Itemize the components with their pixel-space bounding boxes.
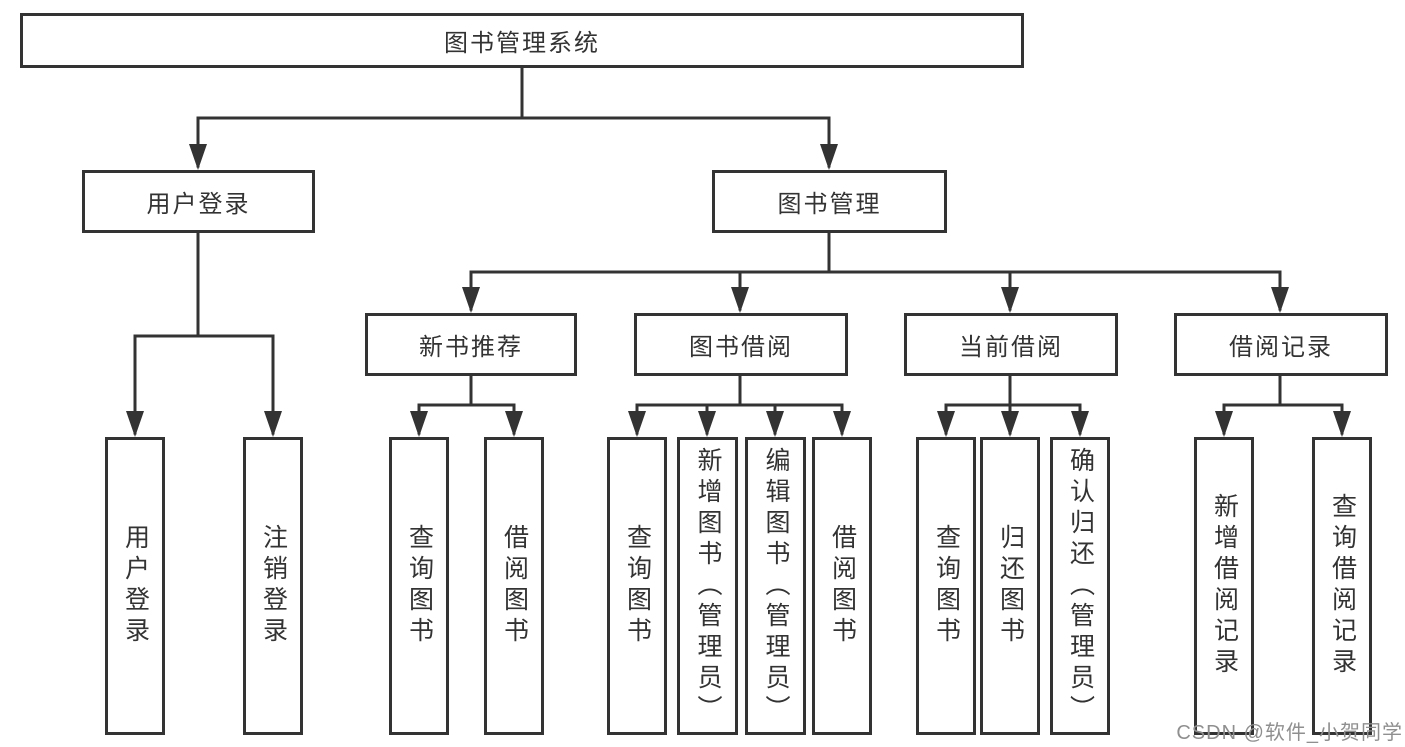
- node-new-book-recommend: 新书推荐: [365, 313, 577, 376]
- node-label: 用户登录: [121, 524, 150, 648]
- node-label: 查询图书: [623, 524, 652, 648]
- node-label: 归还图书: [996, 524, 1025, 648]
- node-label: 当前借阅: [959, 334, 1063, 361]
- node-user-login: 用户登录: [82, 170, 315, 233]
- node-label: 确认归还（管理员）: [1066, 446, 1095, 726]
- node-book-borrowing: 图书借阅: [634, 313, 848, 376]
- leaf-user-login: 用户登录: [105, 437, 165, 735]
- node-label: 查询借阅记录: [1328, 493, 1357, 679]
- connector-book-borrow-to-leaves: [635, 374, 844, 435]
- node-label: 编辑图书（管理员）: [762, 446, 790, 726]
- leaf-add-borrow-record: 新增借阅记录: [1194, 437, 1254, 735]
- leaf-confirm-return-admin: 确认归还（管理员）: [1050, 437, 1110, 735]
- leaf-add-books-admin: 新增图书（管理员）: [677, 437, 738, 735]
- node-label: 借阅图书: [828, 524, 857, 648]
- node-label: 新书推荐: [419, 334, 523, 361]
- node-library-system: 图书管理系统: [20, 13, 1024, 68]
- node-label: 借阅图书: [500, 524, 529, 648]
- connector-root-to-level2: [196, 66, 831, 168]
- leaf-query-books-current: 查询图书: [916, 437, 976, 735]
- node-label: 新增借阅记录: [1210, 493, 1239, 679]
- arrowheads: [126, 144, 1351, 437]
- leaf-query-books-recommend: 查询图书: [389, 437, 449, 735]
- node-label: 新增图书（管理员）: [694, 446, 722, 726]
- node-label: 注销登录: [259, 524, 288, 648]
- node-current-borrowing: 当前借阅: [904, 313, 1118, 376]
- csdn-watermark: CSDN @软件_小贺同学: [1176, 722, 1403, 744]
- node-label: 借阅记录: [1229, 334, 1333, 361]
- node-label: 查询图书: [405, 524, 434, 648]
- node-label: 图书管理系统: [444, 30, 600, 57]
- leaf-borrow-books: 借阅图书: [812, 437, 872, 735]
- connector-book-mgmt-to-level3: [469, 231, 1282, 311]
- node-label: 用户登录: [146, 191, 251, 218]
- leaf-query-books-borrowing: 查询图书: [607, 437, 667, 735]
- node-label: 图书借阅: [689, 334, 793, 361]
- connector-new-book-to-leaves: [417, 374, 516, 435]
- node-label: 查询图书: [932, 524, 961, 648]
- connector-borrow-record-to-leaves: [1222, 374, 1344, 435]
- connector-user-login-to-leaves: [133, 231, 275, 435]
- node-label: 图书管理: [777, 191, 882, 218]
- connector-paths: [133, 66, 1344, 435]
- leaf-query-borrow-record: 查询借阅记录: [1312, 437, 1372, 735]
- leaf-logout: 注销登录: [243, 437, 303, 735]
- leaf-borrow-books-recommend: 借阅图书: [484, 437, 544, 735]
- node-borrow-records: 借阅记录: [1174, 313, 1388, 376]
- node-book-management: 图书管理: [712, 170, 947, 233]
- leaf-edit-books-admin: 编辑图书（管理员）: [745, 437, 806, 735]
- leaf-return-books: 归还图书: [980, 437, 1040, 735]
